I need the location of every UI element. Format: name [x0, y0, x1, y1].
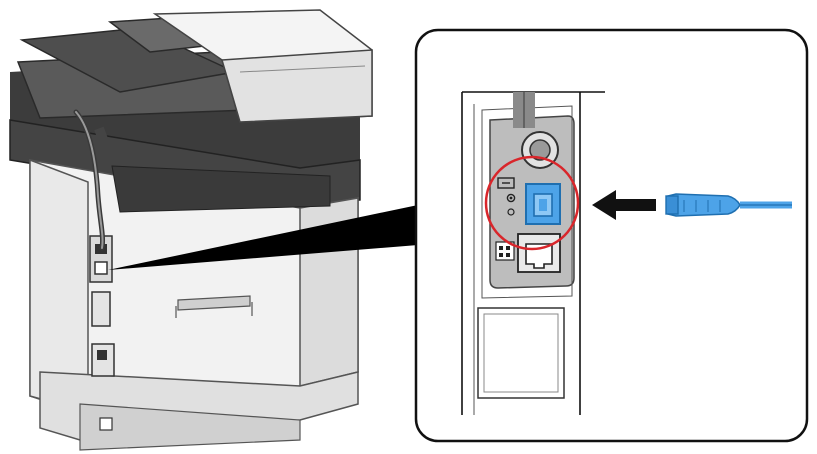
usb-cable-plug: [665, 193, 792, 217]
printer: [9, 9, 373, 451]
network-icon: [495, 241, 515, 261]
insert-arrow: [592, 190, 656, 220]
highlight-ring: [484, 155, 580, 251]
port-module: [477, 92, 575, 399]
status-led: [506, 193, 516, 203]
usb-icon: [497, 177, 515, 189]
status-led-inner: [509, 196, 513, 200]
ethernet-port: [517, 233, 561, 273]
printer-scanner-unit: [9, 9, 373, 209]
detail-view: [414, 28, 809, 443]
printer-rear-ports: [89, 235, 115, 431]
usb-b-port: [525, 183, 561, 225]
printer-body: [29, 158, 359, 451]
callout-wedge: [108, 205, 418, 270]
